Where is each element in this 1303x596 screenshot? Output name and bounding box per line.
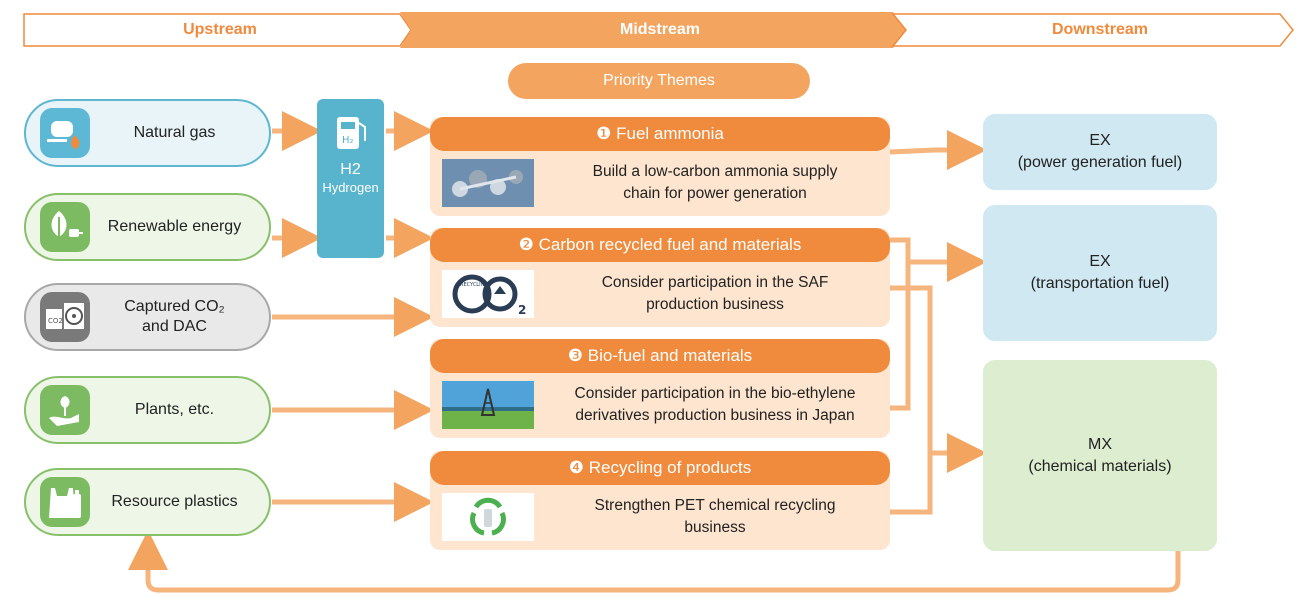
stage-midstream: Midstream: [619, 21, 701, 38]
theme-desc-line2: derivatives production business in Japan: [575, 407, 855, 424]
output-line1: MX: [1088, 435, 1112, 453]
stage-upstream: Upstream: [183, 21, 257, 38]
stage-downstream: Downstream: [1051, 21, 1149, 38]
svg-text:2: 2: [518, 303, 526, 317]
output-line2: (chemical materials): [1028, 457, 1172, 475]
source-label-line2: and DAC: [142, 318, 207, 335]
hydrogen-box: H₂ H2 Hydrogen: [317, 99, 384, 258]
output-line1: EX: [1089, 132, 1111, 149]
gas-tank-icon: [40, 108, 90, 158]
theme-desc-line2: production business: [646, 296, 784, 313]
leaf-plug-icon: [40, 202, 90, 252]
source-label: Renewable energy: [107, 218, 242, 235]
source-captured-co2: CO2 Captured CO₂ and DAC: [24, 283, 271, 351]
source-label-line1: Captured CO₂: [124, 298, 225, 315]
co2-recycling-logo: RECYCLING 2: [442, 270, 534, 318]
source-natural-gas: Natural gas: [24, 99, 271, 167]
output-line2: (power generation fuel): [1017, 154, 1183, 171]
fuel-pump-icon: H₂: [337, 117, 366, 149]
svg-text:RECYCLING: RECYCLING: [460, 282, 488, 288]
plastic-bottle-icon: [40, 477, 90, 527]
co2-capture-icon: CO2: [40, 292, 90, 342]
source-resource-plastics: Resource plastics: [24, 468, 271, 536]
source-renewable-energy: Renewable energy: [24, 193, 271, 261]
theme-title: ❶ Fuel ammonia: [430, 117, 890, 151]
theme-carbon-recycled-fuel: ❷ Carbon recycled fuel and materials REC…: [430, 228, 890, 327]
theme-desc-line1: Consider participation in the SAF: [601, 274, 829, 291]
stage-banner: [23, 12, 1294, 48]
source-label: Natural gas: [133, 124, 216, 141]
theme-fuel-ammonia: ❶ Fuel ammonia Build a low-carbon ammoni…: [430, 117, 890, 216]
bio-plant-image: [442, 381, 534, 429]
theme-recycling-products: ❹ Recycling of products Strengthen PET c…: [430, 451, 890, 550]
output-transportation-fuel: EX (transportation fuel): [983, 205, 1217, 341]
theme-desc-line1: Strengthen PET chemical recycling: [594, 497, 836, 514]
theme-title: ❸ Bio-fuel and materials: [430, 339, 890, 373]
ammonia-molecule-image: [442, 159, 534, 207]
pet-recycling-image: [442, 493, 534, 541]
theme-desc-line2: business: [684, 519, 746, 536]
theme-title: ❹ Recycling of products: [430, 451, 890, 485]
svg-text:CO2: CO2: [48, 317, 63, 325]
output-chemical-materials: MX (chemical materials): [983, 360, 1217, 551]
source-label: Resource plastics: [111, 493, 238, 510]
h2-symbol: H₂: [342, 135, 354, 146]
theme-title: ❷ Carbon recycled fuel and materials: [430, 228, 890, 262]
priority-themes-label: Priority Themes: [508, 63, 810, 99]
theme-desc-line1: Build a low-carbon ammonia supply: [592, 163, 838, 180]
output-line2: (transportation fuel): [1030, 275, 1170, 292]
theme-desc-line1: Consider participation in the bio-ethyle…: [574, 385, 856, 402]
plant-hand-icon: [40, 385, 90, 435]
output-line1: EX: [1089, 253, 1111, 270]
output-power-generation-fuel: EX (power generation fuel): [983, 114, 1217, 190]
source-label: Plants, etc.: [134, 401, 215, 418]
theme-desc-line2: chain for power generation: [623, 185, 807, 202]
hydrogen-title: H2: [340, 161, 361, 178]
source-plants: Plants, etc.: [24, 376, 271, 444]
theme-bio-fuel: ❸ Bio-fuel and materials Consider partic…: [430, 339, 890, 438]
hydrogen-subtitle: Hydrogen: [322, 180, 379, 195]
